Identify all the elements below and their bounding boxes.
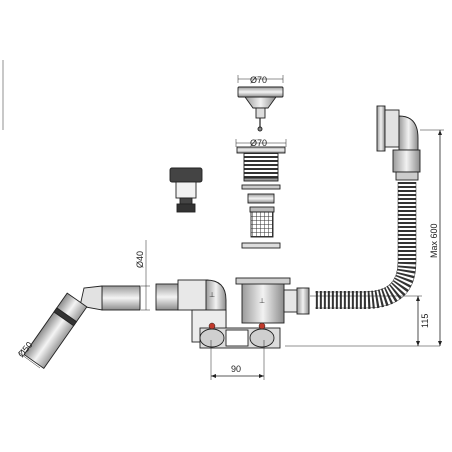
overflow-elbow (376, 105, 421, 181)
dim-d40-lines (141, 240, 150, 311)
dim-115-lines (285, 295, 440, 347)
trap-body: ⊥ ⊥ (155, 277, 310, 349)
lock-nut (247, 193, 275, 204)
dim-115: 115 (420, 314, 430, 328)
dim-90-lines (210, 340, 265, 380)
dim-max600-lines (420, 129, 444, 346)
dim-d70-strainer: Ø70 (250, 138, 267, 148)
basket-strainer (249, 206, 275, 238)
flexible-hose (315, 182, 417, 309)
dim-d50-lines (17, 351, 41, 369)
strainer-body (235, 139, 287, 182)
dim-d70-top: Ø70 (250, 75, 267, 85)
outlet-pipe (23, 285, 141, 369)
svg-text:⊥: ⊥ (209, 292, 215, 299)
dim-d40: Ø40 (135, 251, 145, 268)
plug-cap (237, 75, 284, 132)
overflow-cover (169, 167, 203, 213)
gasket-upper (241, 184, 281, 190)
gasket-lower (241, 242, 281, 249)
dim-max600: Max 600 (429, 223, 439, 258)
dim-90: 90 (231, 364, 241, 374)
svg-text:⊥: ⊥ (259, 298, 265, 305)
